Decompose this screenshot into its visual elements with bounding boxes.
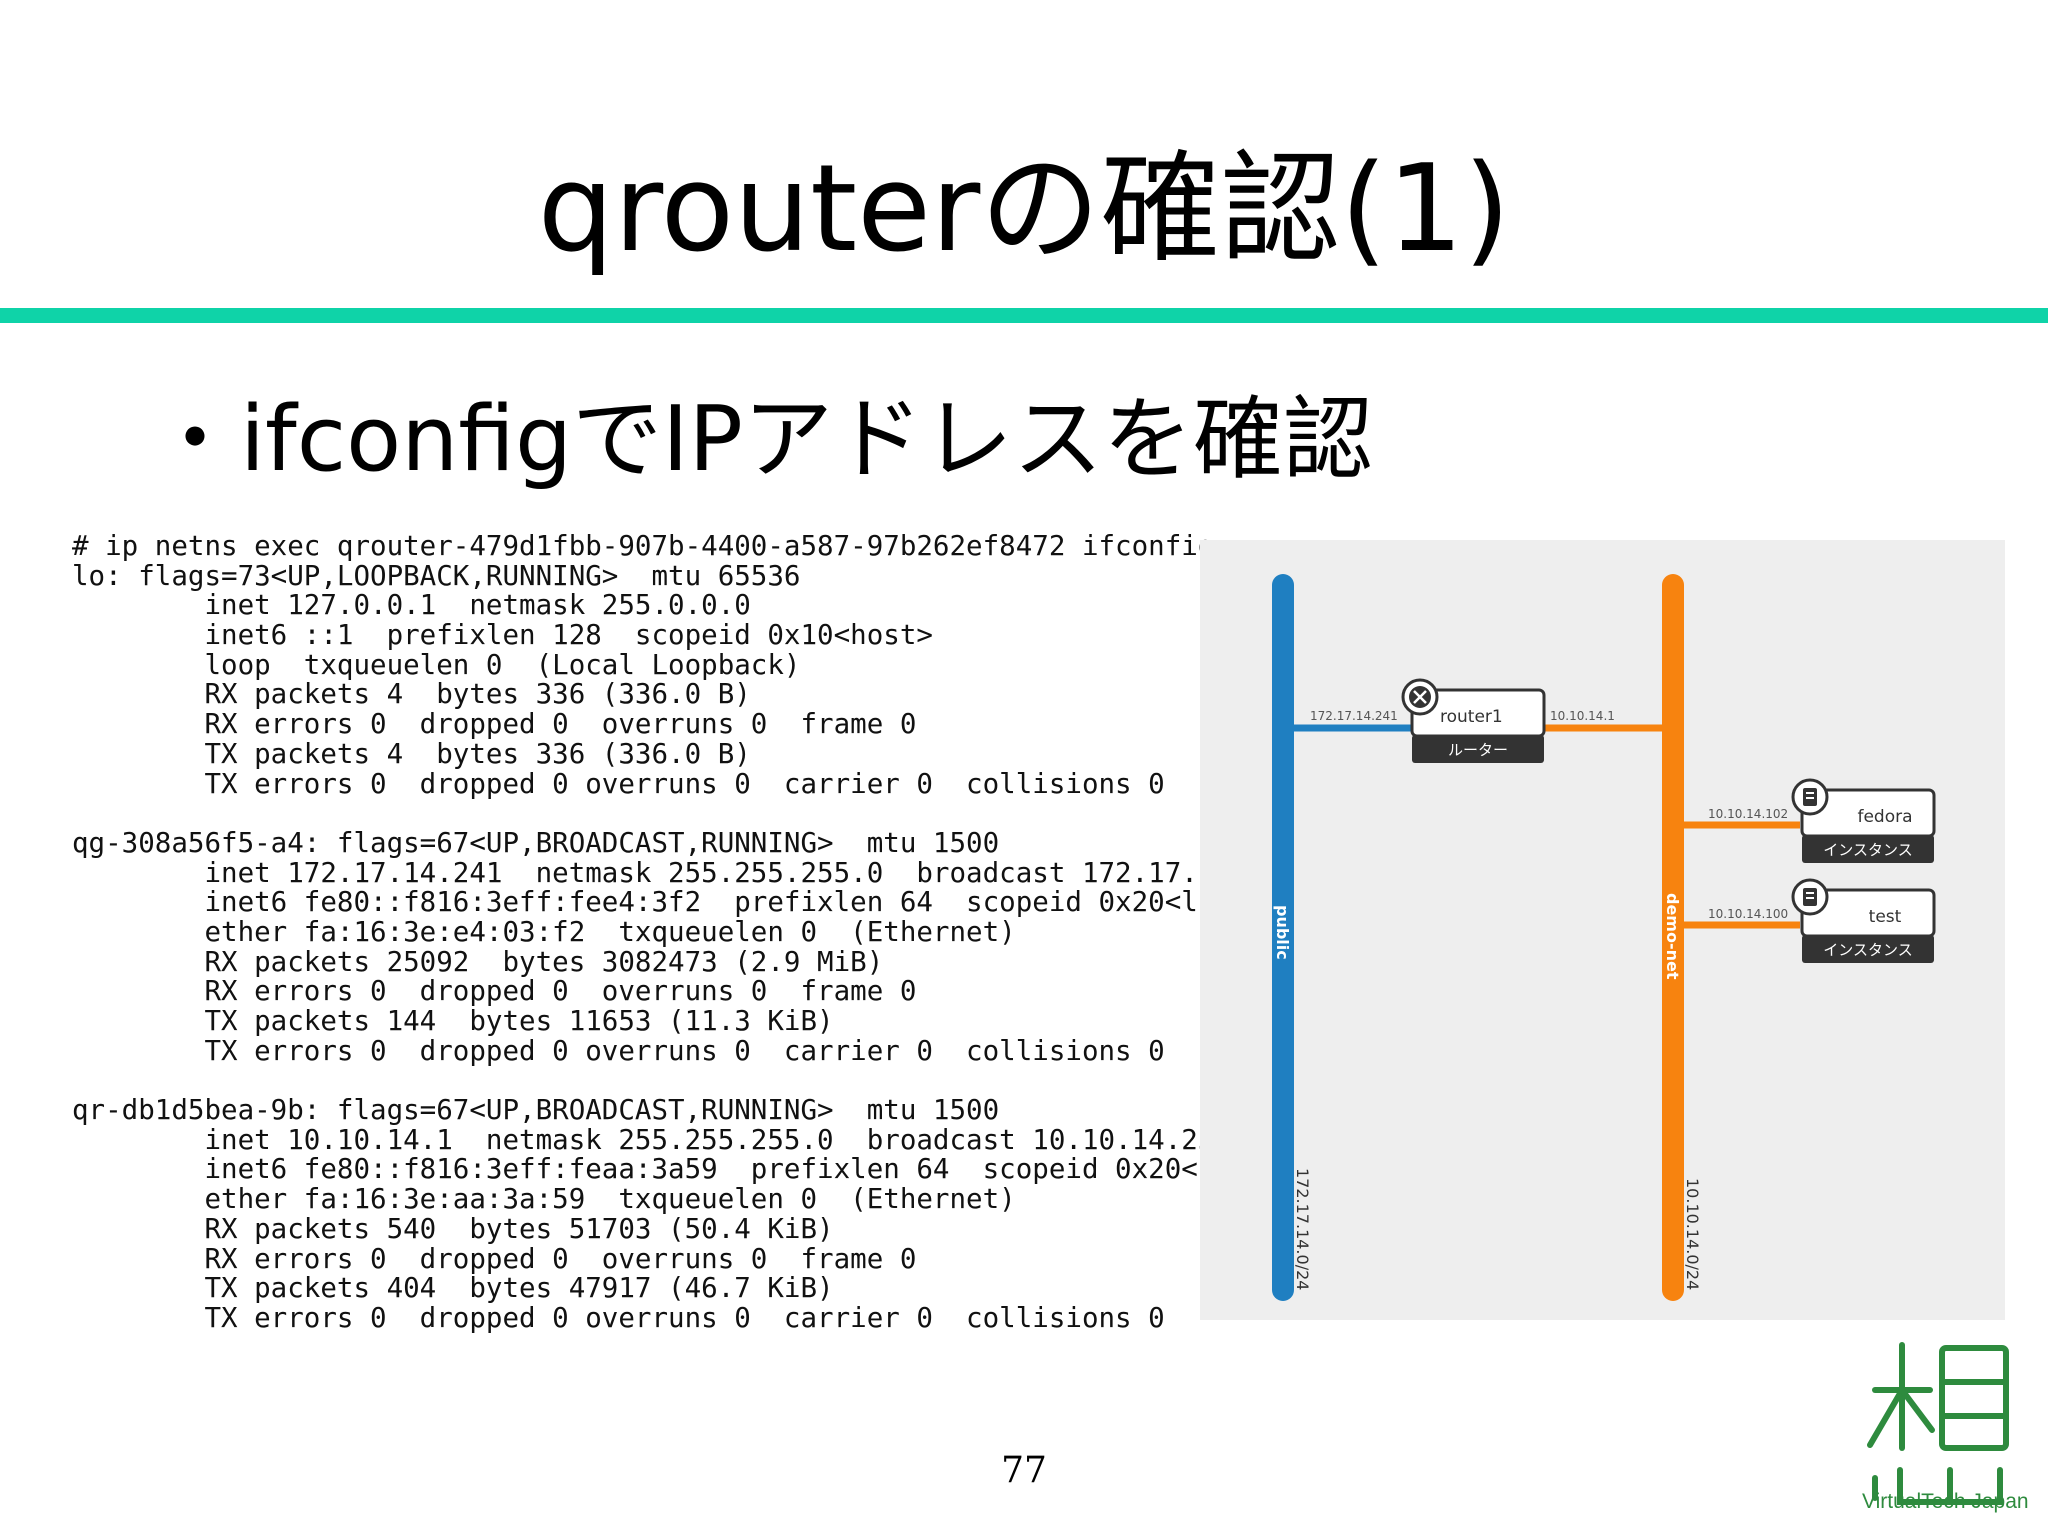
virtualtech-logo: [1867, 1342, 2009, 1505]
server-icon: [1791, 878, 1829, 916]
terminal-line: TX errors 0 dropped 0 overruns 0 carrier…: [72, 1301, 1165, 1334]
demo-net-cidr-label: 10.10.14.0/24: [1683, 1178, 1702, 1290]
terminal-line: inet6 ::1 prefixlen 128 scopeid 0x10<hos…: [72, 619, 933, 652]
server-icon: [1791, 778, 1829, 816]
terminal-line: ether fa:16:3e:e4:03:f2 txqueuelen 0 (Et…: [72, 915, 1016, 948]
bullet-text: ifconfigでIPアドレスを確認: [240, 387, 1373, 492]
instance-name: fedora: [1857, 807, 1912, 827]
terminal-line: TX packets 404 bytes 47917 (46.7 KiB): [72, 1272, 834, 1305]
terminal-line: loop txqueuelen 0 (Local Loopback): [72, 648, 801, 681]
logo-text: VirtualTech Japan: [1862, 1490, 2029, 1513]
router-icon: [1401, 678, 1439, 716]
network-topology: public demo-net 172.17.14.0/24 10.10.14.…: [1200, 540, 2005, 1320]
public-network-label: public: [1273, 905, 1292, 960]
slide-title: qrouterの確認(1): [537, 140, 1511, 279]
terminal-line: inet 172.17.14.241 netmask 255.255.255.0…: [72, 856, 1298, 889]
public-cidr-label: 172.17.14.0/24: [1293, 1168, 1312, 1290]
router-type-bar: [1412, 735, 1544, 763]
terminal-line: RX errors 0 dropped 0 overruns 0 frame 0: [72, 708, 917, 741]
instance-node-test[interactable]: test インスタンス: [1791, 878, 1936, 963]
page-number: 77: [1001, 1450, 1047, 1491]
terminal-line: inet 127.0.0.1 netmask 255.0.0.0: [72, 589, 751, 622]
fedora-ip: 10.10.14.102: [1708, 807, 1788, 821]
bullet-marker: ・: [150, 387, 240, 492]
terminal-line: [72, 1066, 1192, 1096]
terminal-output: # ip netns exec qrouter-479d1fbb-907b-44…: [72, 530, 1298, 1334]
router-name: router1: [1440, 707, 1503, 727]
terminal-line: RX packets 4 bytes 336 (336.0 B): [72, 678, 751, 711]
instance-type-bar: [1802, 835, 1934, 863]
demo-net-network-label: demo-net: [1663, 893, 1682, 980]
terminal-line: TX errors 0 dropped 0 overruns 0 carrier…: [72, 767, 1165, 800]
terminal-line: inet6 fe80::f816:3eff:feaa:3a59 prefixle…: [72, 1153, 1281, 1186]
router-node[interactable]: router1 ルーター: [1401, 678, 1546, 763]
test-ip: 10.10.14.100: [1708, 907, 1788, 921]
terminal-line: TX packets 4 bytes 336 (336.0 B): [72, 737, 751, 770]
instance-type-label: インスタンス: [1823, 841, 1912, 859]
terminal-line: RX errors 0 dropped 0 overruns 0 frame 0: [72, 1242, 917, 1275]
terminal-line: inet6 fe80::f816:3eff:fee4:3f2 prefixlen…: [72, 886, 1265, 919]
instance-type-bar: [1802, 935, 1934, 963]
router-public-ip: 172.17.14.241: [1310, 709, 1398, 723]
topology-diagram: public demo-net 172.17.14.0/24 10.10.14.…: [1272, 574, 1936, 1301]
bullet-item: ・ifconfigでIPアドレスを確認: [150, 385, 1373, 495]
terminal-line: inet 10.10.14.1 netmask 255.255.255.0 br…: [72, 1123, 1231, 1156]
title-divider: [0, 308, 2048, 323]
instance-type-label: インスタンス: [1823, 941, 1912, 959]
terminal-line: ether fa:16:3e:aa:3a:59 txqueuelen 0 (Et…: [72, 1183, 1016, 1216]
terminal-line: # ip netns exec qrouter-479d1fbb-907b-44…: [72, 530, 1215, 562]
terminal-line: TX errors 0 dropped 0 overruns 0 carrier…: [72, 1034, 1165, 1067]
terminal-line: RX packets 540 bytes 51703 (50.4 KiB): [72, 1212, 834, 1245]
router-type-label: ルーター: [1448, 741, 1508, 759]
terminal-line: RX packets 25092 bytes 3082473 (2.9 MiB): [72, 945, 884, 978]
terminal-line: RX errors 0 dropped 0 overruns 0 frame 0: [72, 975, 917, 1008]
terminal-line: TX packets 144 bytes 11653 (11.3 KiB): [72, 1005, 834, 1037]
terminal-line: qg-308a56f5-a4: flags=67<UP,BROADCAST,RU…: [72, 826, 1000, 859]
instance-node-fedora[interactable]: fedora インスタンス: [1791, 778, 1936, 863]
router-demo-ip: 10.10.14.1: [1550, 709, 1615, 723]
instance-name: test: [1869, 907, 1902, 927]
terminal-line: lo: flags=73<UP,LOOPBACK,RUNNING> mtu 65…: [72, 559, 801, 592]
terminal-line: qr-db1d5bea-9b: flags=67<UP,BROADCAST,RU…: [72, 1094, 1000, 1127]
terminal-line: [72, 799, 1192, 829]
